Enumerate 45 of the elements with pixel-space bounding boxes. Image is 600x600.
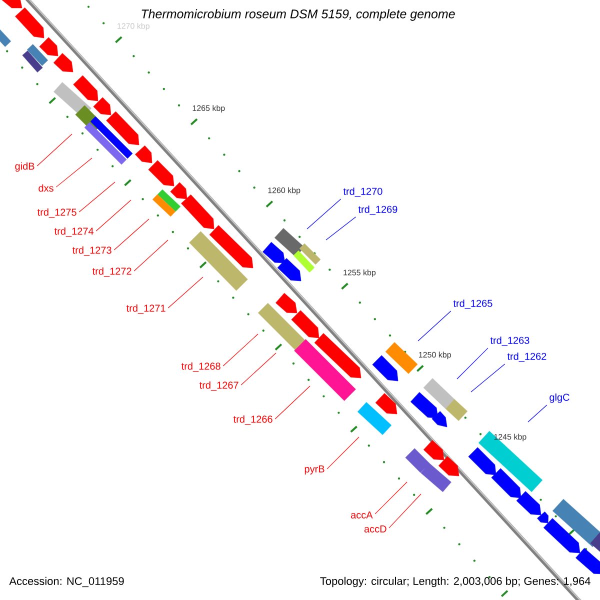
gene-label: trd_1270	[343, 188, 382, 197]
gene-label: trd_1266	[233, 415, 272, 425]
gene-label: trd_1267	[199, 381, 238, 391]
gene-label: trd_1274	[54, 227, 94, 237]
leader-line	[418, 310, 452, 342]
gene-label: trd_1273	[72, 246, 112, 256]
gene-label: trd_1268	[181, 362, 220, 372]
leader-line	[56, 158, 92, 188]
gene-label: accD	[364, 526, 386, 532]
accession-text: Accession: NC_011959	[9, 576, 124, 588]
leader-line	[240, 352, 276, 386]
leader-line	[326, 436, 360, 470]
gene-label: gidB	[15, 162, 34, 172]
leader-line	[134, 240, 168, 272]
gene-label: trd_1262	[507, 352, 546, 362]
gene-label: trd_1269	[358, 206, 398, 215]
leader-line	[456, 348, 488, 380]
leader-line	[96, 200, 132, 232]
title: Thermomicrobium roseum DSM 5159, complete genome	[142, 9, 455, 21]
gene-label: glgC	[550, 393, 570, 403]
leader-line	[374, 482, 408, 514]
gene-label: trd_1265	[453, 300, 492, 309]
leader-line	[326, 216, 356, 240]
gene-label: trd_1263	[490, 336, 530, 346]
tick-label: 1250 kbp	[419, 352, 451, 360]
tick-label: 1260 kbp	[268, 187, 300, 195]
gene-label: trd_1271	[126, 304, 166, 314]
leader-line	[222, 334, 258, 366]
leader-line	[306, 198, 342, 230]
gene-label: trd_1272	[92, 267, 132, 277]
leader-line	[274, 386, 310, 420]
genome-info-text: Topology: circular; Length: 2,003,006 bp; Genes: 1,964	[320, 576, 590, 588]
gene-label: trd_1275	[37, 208, 76, 218]
leader-line	[168, 276, 204, 308]
leader-line	[114, 218, 150, 250]
leader-line	[36, 134, 72, 166]
leader-line	[528, 404, 548, 422]
tick-label: 1255 kbp	[344, 269, 376, 277]
leader-line	[388, 494, 422, 528]
leader-line	[78, 182, 116, 212]
gene-label: pyrB	[304, 466, 324, 474]
gene-label: dxs	[38, 184, 54, 192]
leader-line	[470, 364, 506, 392]
gene-label: accA	[351, 512, 373, 518]
tick-label: 1265 kbp	[192, 105, 225, 113]
